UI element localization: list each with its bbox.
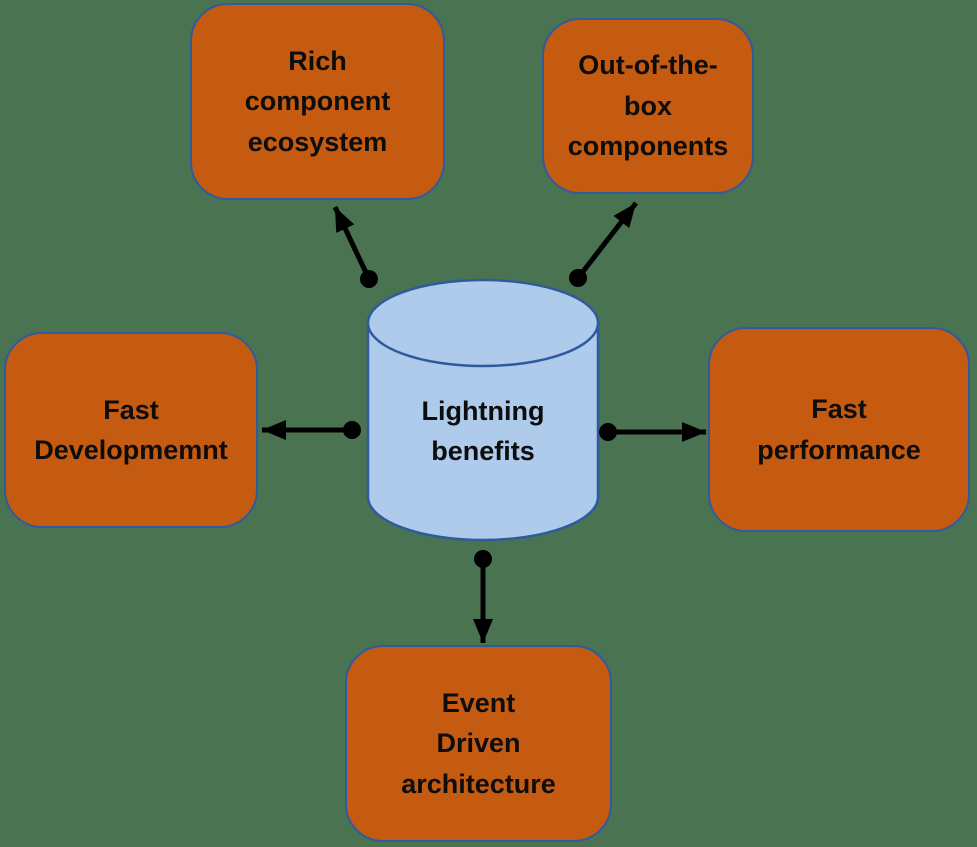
cylinder-shape	[366, 278, 600, 542]
node-label: Rich component ecosystem	[244, 45, 391, 157]
node-event-driven-architecture: Event Driven architecture	[345, 645, 612, 842]
arrow-to-event-driven-architecture	[473, 550, 493, 643]
node-rich-component-ecosystem: Rich component ecosystem	[190, 3, 445, 200]
arrow-to-fast-development	[262, 420, 361, 440]
node-out-of-the-box-components: Out-of-the- box components	[542, 18, 754, 194]
arrow-to-fast-performance	[599, 422, 706, 442]
arrow-to-rich-component-ecosystem	[332, 205, 378, 288]
node-fast-development: Fast Developmemnt	[4, 332, 258, 528]
node-label: Event Driven architecture	[401, 687, 556, 799]
arrow-to-out-of-the-box-components	[569, 201, 638, 287]
node-label: Fast Developmemnt	[34, 394, 228, 466]
node-label: Out-of-the- box components	[567, 50, 729, 162]
node-fast-performance: Fast performance	[708, 327, 970, 532]
node-label: Fast performance	[757, 394, 921, 465]
arrows-layer	[262, 201, 706, 643]
